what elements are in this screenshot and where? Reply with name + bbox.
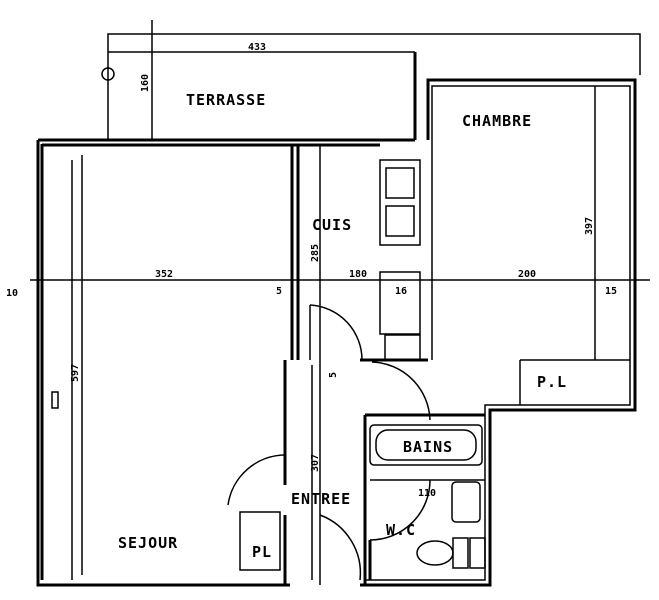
dim-wall-right: 15 [605, 286, 617, 297]
toilet-icon [416, 540, 454, 566]
dim-entree-height: 307 [310, 454, 321, 472]
dim-wall-cuisine: 16 [395, 286, 407, 297]
kitchen-fixtures [379, 159, 421, 361]
doors [227, 304, 431, 581]
room-label-chambre: CHAMBRE [462, 112, 532, 130]
door-swing-cuisine [309, 304, 363, 361]
dim-wc-width: 110 [418, 488, 436, 499]
room-label-sejour: SEJOUR [118, 534, 178, 552]
bath-fixtures [369, 424, 486, 569]
dim-wall-sejour: 5 [276, 286, 282, 297]
room-label-entree: ENTREE [291, 490, 351, 508]
bathtub-icon [369, 424, 483, 466]
dim-wall-entree: 5 [328, 372, 339, 378]
dim-sejour-width: 352 [155, 269, 173, 280]
exterior-walls [36, 78, 637, 587]
door-swing-sejour [227, 454, 286, 506]
placard-sejour [239, 511, 281, 571]
washbasin-icon [451, 481, 481, 523]
dimension-lines [30, 160, 650, 580]
dim-chambre-width: 200 [518, 269, 536, 280]
room-label-terrasse: TERRASSE [186, 91, 266, 109]
cooktop-icon [384, 334, 421, 361]
dim-wall-left: 10 [6, 288, 18, 299]
sink-icon [379, 159, 421, 246]
fridge-icon [379, 271, 421, 335]
door-swing-entree [319, 514, 362, 581]
dim-chambre-height: 397 [584, 217, 595, 235]
dim-cuisine-width: 180 [349, 269, 367, 280]
room-label-placard-chambre: P.L [537, 373, 567, 391]
terrace-walls [101, 20, 641, 140]
room-label-placard-sejour: PL [252, 543, 272, 561]
room-label-cuisine: CUIS [312, 216, 352, 234]
room-label-bains: BAINS [403, 438, 453, 456]
door-swing-wc [369, 479, 431, 541]
dim-sejour-height: 597 [70, 364, 81, 382]
dim-terrasse-width: 433 [248, 42, 266, 53]
downpipe-icon [101, 67, 115, 81]
door-swing-chambre [371, 361, 431, 421]
dim-terrasse-depth: 160 [140, 74, 151, 92]
dim-cuisine-depth: 285 [310, 244, 321, 262]
interior-walls [51, 86, 630, 585]
room-label-wc: W.C [386, 521, 416, 539]
